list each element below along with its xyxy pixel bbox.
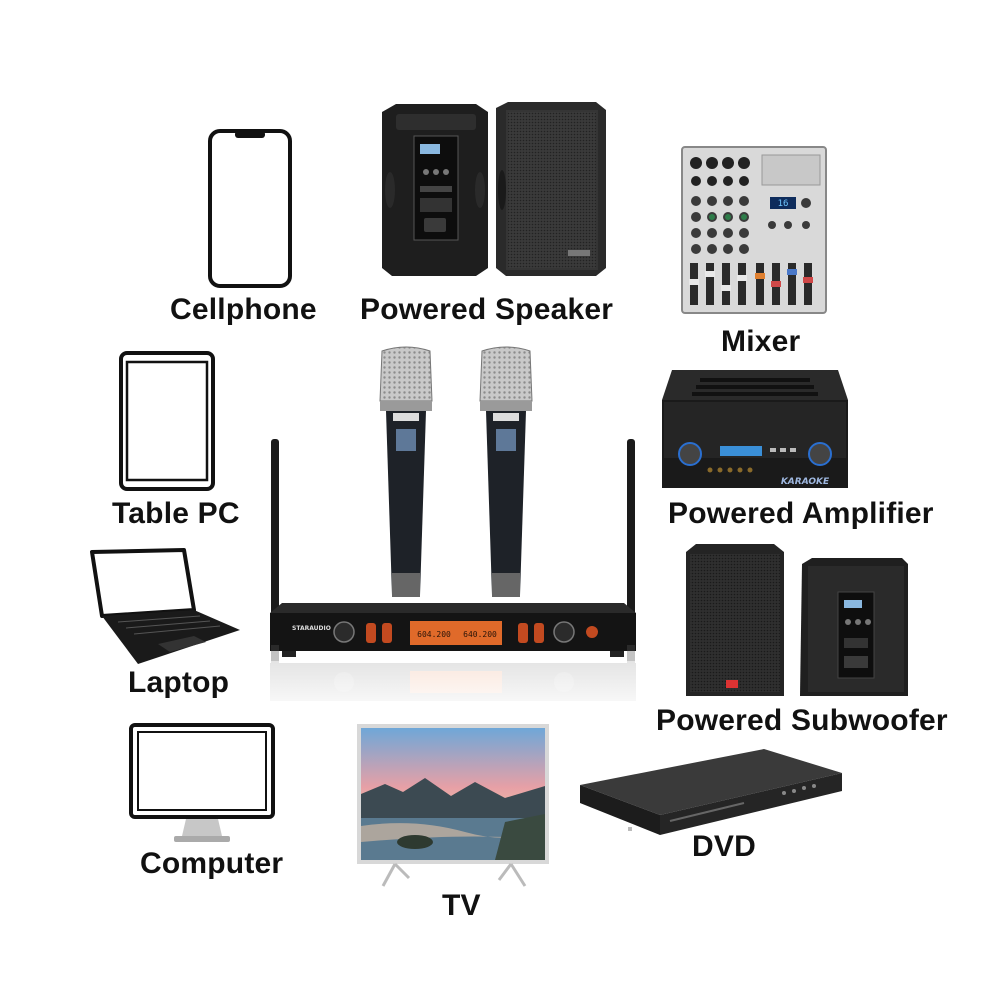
mixer-illustration: 16 <box>681 146 827 314</box>
receiver-brand: STARAUDIO <box>292 625 331 632</box>
dvd-label: DVD <box>692 830 756 863</box>
powered-subwoofer-illustration <box>686 544 908 696</box>
laptop-label: Laptop <box>128 666 230 699</box>
cellphone-illustration <box>208 129 292 288</box>
left-antenna <box>271 439 279 639</box>
computer-illustration <box>129 723 275 842</box>
right-antenna <box>627 439 635 639</box>
tablet-illustration <box>119 351 215 491</box>
wireless-microphone-system: STARAUDIO 604.200 640.200 <box>262 346 646 710</box>
powered-speaker-label: Powered Speaker <box>360 293 614 326</box>
receiver-unit: STARAUDIO 604.200 640.200 <box>270 603 636 657</box>
laptop-illustration <box>90 548 240 664</box>
tv-illustration <box>357 724 549 887</box>
amplifier-illustration: KARAOKE <box>662 370 848 488</box>
cellphone-label: Cellphone <box>170 293 317 326</box>
receiver-frequency-b: 640.200 <box>463 630 497 639</box>
powered-speaker-illustration <box>382 102 606 276</box>
table-pc-label: Table PC <box>112 497 240 530</box>
handheld-microphone-1 <box>379 346 433 597</box>
powered-subwoofer-label: Powered Subwoofer <box>656 704 948 737</box>
mixer-label: Mixer <box>721 325 801 358</box>
computer-label: Computer <box>140 847 284 880</box>
handheld-microphone-2 <box>479 346 533 597</box>
receiver-frequency-a: 604.200 <box>417 630 451 639</box>
mixer-display: 16 <box>778 199 789 209</box>
powered-amplifier-label: Powered Amplifier <box>668 497 934 530</box>
karaoke-badge: KARAOKE <box>781 477 830 487</box>
dvd-illustration <box>580 749 842 835</box>
tv-label: TV <box>442 889 481 922</box>
